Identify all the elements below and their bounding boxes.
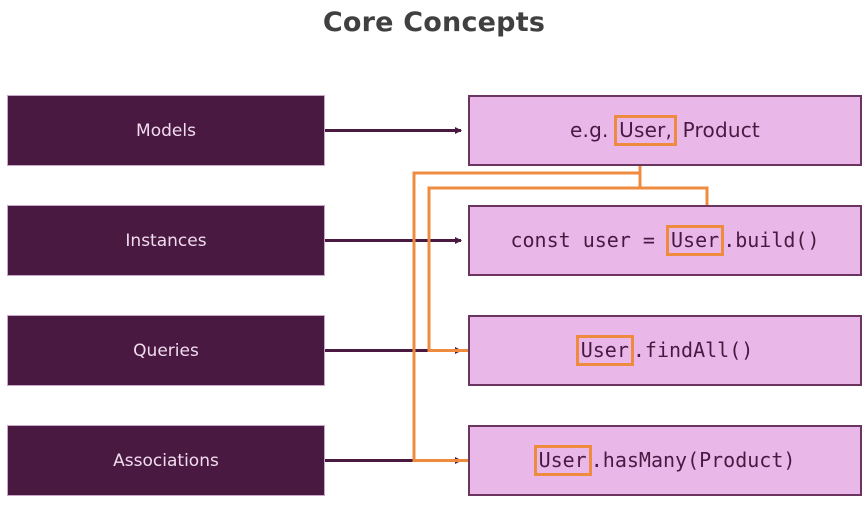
concept-label: Associations: [113, 450, 219, 471]
code-box-instances[interactable]: const user = User.build(): [468, 205, 862, 276]
highlight-token-user[interactable]: User,: [614, 115, 678, 146]
code-box-models[interactable]: e.g. User, Product: [468, 95, 862, 166]
highlight-token-user[interactable]: User: [666, 225, 725, 256]
code-suffix: .hasMany(Product): [590, 448, 796, 473]
highlight-token-user[interactable]: User: [533, 445, 592, 476]
concept-box-associations[interactable]: Associations: [7, 425, 325, 496]
code-suffix: Product: [676, 118, 760, 143]
code-snippet: User.findAll(): [575, 335, 754, 366]
concept-box-queries[interactable]: Queries: [7, 315, 325, 386]
code-snippet: User.hasMany(Product): [533, 445, 796, 476]
code-box-associations[interactable]: User.hasMany(Product): [468, 425, 862, 496]
concept-box-models[interactable]: Models: [7, 95, 325, 166]
code-prefix: e.g.: [570, 118, 616, 143]
code-suffix: .findAll(): [632, 338, 754, 363]
page-title: Core Concepts: [322, 7, 546, 38]
concept-label: Instances: [125, 230, 207, 251]
code-box-queries[interactable]: User.findAll(): [468, 315, 862, 386]
code-snippet: const user = User.build(): [510, 225, 820, 256]
concept-label: Queries: [133, 340, 199, 361]
concept-box-instances[interactable]: Instances: [7, 205, 325, 276]
code-snippet: e.g. User, Product: [570, 115, 760, 146]
code-prefix: const user =: [510, 228, 668, 253]
highlight-token-user[interactable]: User: [575, 335, 634, 366]
code-suffix: .build(): [723, 228, 820, 253]
concept-label: Models: [136, 120, 196, 141]
